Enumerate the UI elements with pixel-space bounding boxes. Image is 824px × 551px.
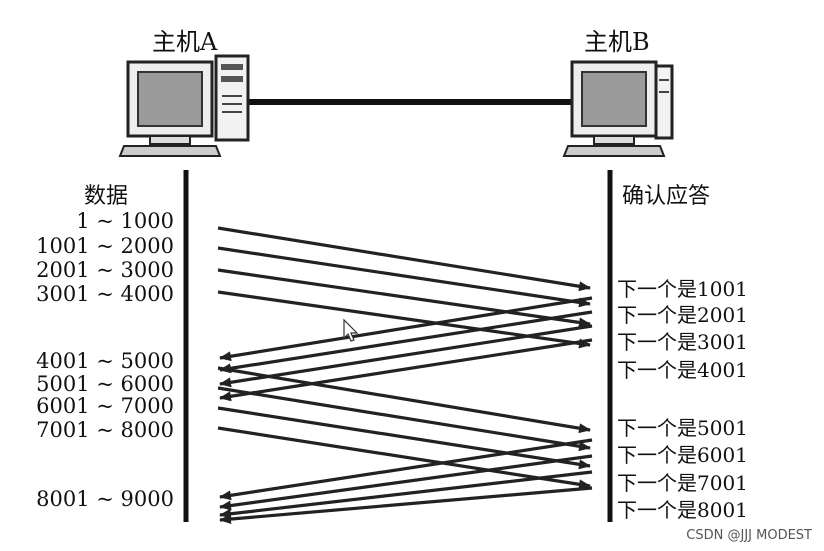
data-arrow [217,226,591,292]
ack-arrow [219,296,593,362]
host-b-label: 主机B [584,28,650,56]
data-arrow [217,386,591,452]
ack-arrow [219,310,593,374]
segment-label: 3001 ~ 4000 [36,282,174,306]
ack-label: 下一个是8001 [617,498,748,522]
ack-arrow [219,470,593,519]
ack-label: 下一个是5001 [617,416,748,440]
ack-label: 下一个是3001 [617,330,748,354]
data-arrow [217,246,591,308]
segment-label: 8001 ~ 9000 [36,487,174,511]
segment-label: 6001 ~ 7000 [36,394,174,418]
ack-label: 下一个是7001 [617,471,748,495]
data-arrow [217,290,591,349]
host-b-computer-icon [562,60,674,157]
host-a-label: 主机A [152,28,218,56]
segment-label: 4001 ~ 5000 [36,349,174,373]
ack-arrow [219,438,593,501]
segment-label: 7001 ~ 8000 [36,418,174,442]
data-arrow [217,426,591,490]
ack-arrow [219,324,593,388]
data-column-header: 数据 [84,184,129,209]
mouse-cursor-icon [343,318,359,342]
ack-arrow [219,486,593,525]
ack-label: 下一个是1001 [617,277,748,301]
segment-label: 2001 ~ 3000 [36,258,174,282]
data-arrow [217,406,591,470]
ack-label: 下一个是2001 [617,303,748,327]
arrows-layer [217,226,593,525]
data-arrow [217,366,591,434]
ack-arrow [219,338,593,402]
segment-label: 1 ~ 1000 [76,209,174,233]
ack-label: 下一个是6001 [617,443,748,467]
segment-label: 5001 ~ 6000 [36,372,174,396]
segment-label: 1001 ~ 2000 [36,234,174,258]
data-arrow [217,268,591,328]
ack-arrow [219,454,593,511]
host-a-computer-icon [118,54,250,157]
watermark: CSDN @JJJ MODEST [686,528,812,543]
ack-column-header: 确认应答 [622,184,711,209]
ack-label: 下一个是4001 [617,358,748,382]
